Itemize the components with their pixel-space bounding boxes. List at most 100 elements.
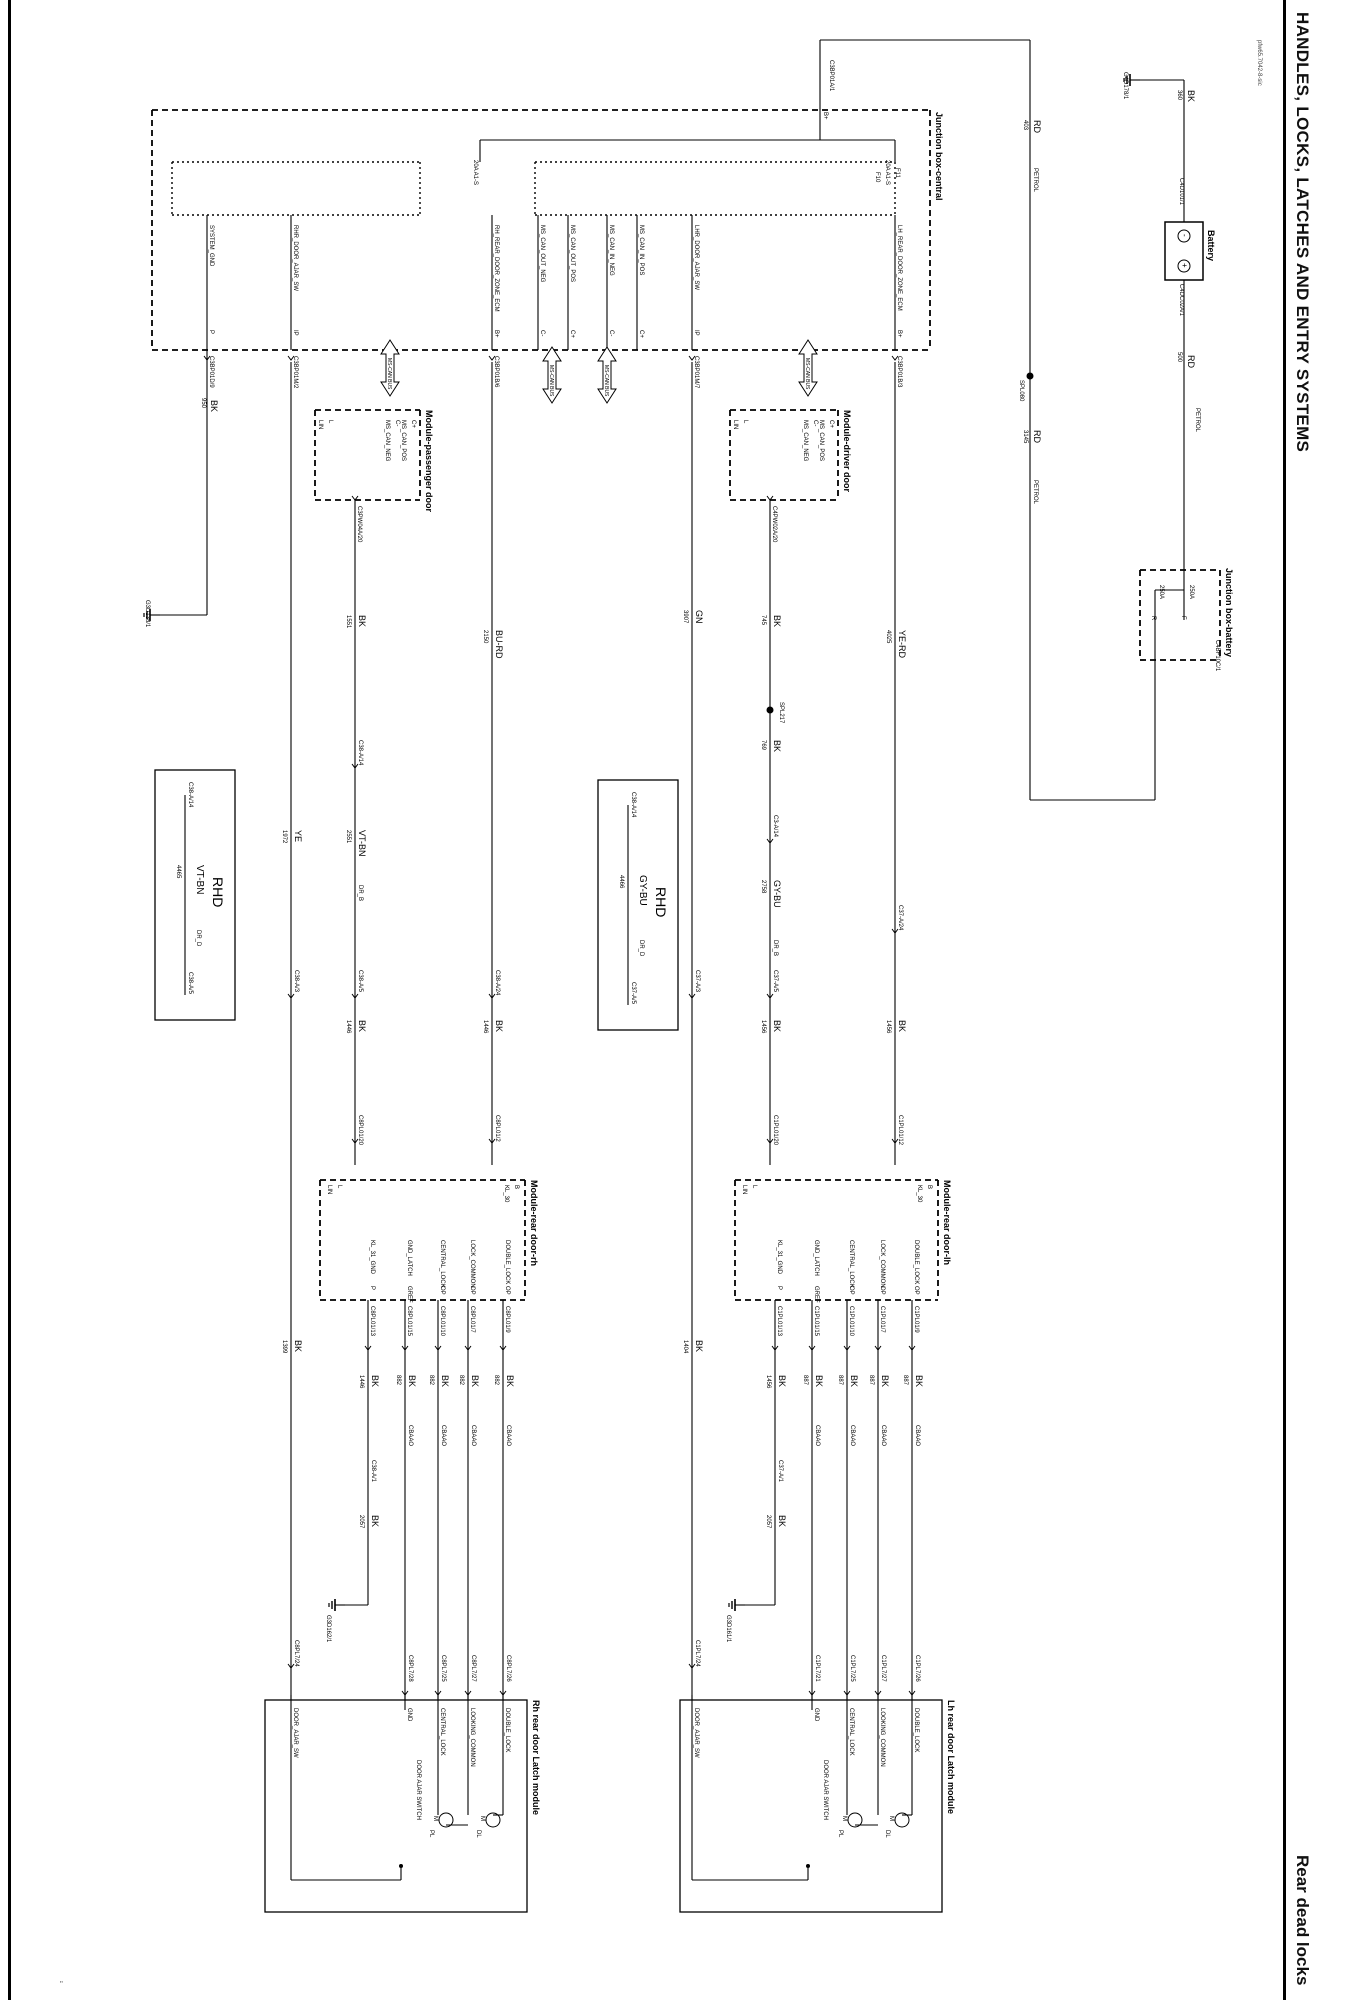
module-rear-rh-out3-circuit: 882 xyxy=(395,1375,401,1386)
latch-lh-title: Lh rear door Latch module xyxy=(946,1700,956,1814)
battery-pos-symbol: + xyxy=(1180,263,1189,268)
jb-out-lhr-ajar-arrow xyxy=(688,355,696,361)
lh-zone-seg3-conn: C1PL01/12 xyxy=(897,1115,903,1146)
module-rear-lh-out0-sig: DOUBLE_LOCK xyxy=(913,1240,919,1284)
module-rear-lh-out3-sig: GND_LATCH xyxy=(813,1240,819,1276)
wire-500-note: PETROL xyxy=(1194,408,1200,433)
jb-out-lhr-ajar-pin: IP xyxy=(693,330,699,336)
module-rear-lh-top-sig-lin: LIN xyxy=(741,1185,747,1194)
jb-out-can-out-neg-pin: C- xyxy=(539,330,545,336)
rhd-rh-color: VT-BN xyxy=(194,865,205,894)
rh-lin-seg1-arrow xyxy=(351,763,359,769)
ground-battery-label: G4D178/1 xyxy=(1122,72,1128,100)
wire-3145-color: RD xyxy=(1032,430,1042,443)
rh-lin-seg5-arrow xyxy=(351,1138,359,1144)
module-rear-rh-gnd-circuit2: 2057 xyxy=(358,1515,364,1529)
battery-pin-pos: C4DC02A/1 xyxy=(1178,284,1184,317)
lh-lin-seg6-conn: C1PL01/20 xyxy=(772,1115,778,1146)
rhd-lh-circuit: 4466 xyxy=(618,875,624,889)
rhd-rh-circuit: 4465 xyxy=(175,865,181,879)
latch-lh-label3: GND xyxy=(813,1708,819,1722)
jb-out-can-out-pos-pin: C+ xyxy=(569,330,575,338)
rh-ajar-seg1-conn: C38-A/3 xyxy=(293,970,299,993)
module-rear-lh-gnd-conn: C37-A/1 xyxy=(777,1460,783,1483)
lh-lin-seg3-color: GY-BU xyxy=(772,880,782,908)
latch-lh-motor-dl-m: M xyxy=(888,1816,894,1821)
rh-lin-seg2-color: VT-BN xyxy=(357,830,367,857)
module-passenger-can-arrow-label: MS-CAN BUS xyxy=(386,358,392,390)
module-rear-rh-out3-end: C8PL7/28 xyxy=(407,1655,413,1682)
module-rear-lh-out0-circuit: 887 xyxy=(902,1375,908,1386)
rhd-lh-to: C37-A/5 xyxy=(630,982,636,1005)
module-rear-lh-out3-color: BK xyxy=(814,1375,824,1387)
module-rear-rh-gnd-color2: BK xyxy=(370,1515,380,1527)
splice-spl080-label: SPL080 xyxy=(1018,380,1024,402)
jb-central-title: Junction box-central xyxy=(934,112,944,201)
module-rear-lh-out1-conn: C1PL01/7 xyxy=(879,1306,885,1333)
module-rear-rh-out4-pin: P xyxy=(369,1286,375,1290)
fuse-f10-id: F10 xyxy=(874,172,880,183)
latch-lh-motor-pl-label: PL xyxy=(837,1830,843,1838)
jb-battery-title: Junction box-battery xyxy=(1224,568,1234,657)
rh-ajar-seg3-arrow xyxy=(287,1663,295,1669)
lh-ajar-seg1-arrow xyxy=(688,993,696,999)
lh-ajar-seg2-circuit: 1404 xyxy=(682,1340,688,1354)
latch-rh-motor-pl-m: M xyxy=(432,1816,438,1821)
latch-rh-motor-pl-label: PL xyxy=(428,1830,434,1838)
module-rear-rh-out2-color: BK xyxy=(440,1375,450,1387)
rh-zone-seg1-conn: C38-A/24 xyxy=(494,970,500,996)
battery-neg-symbol: - xyxy=(1180,234,1189,237)
jb-out-rhr-ajar-arrow xyxy=(287,355,295,361)
lh-lin-seg0-circuit: 745 xyxy=(760,615,766,626)
module-passenger-signal-2: LIN xyxy=(317,420,323,429)
latch-lh-label1: LOOKING_COMMON xyxy=(879,1708,885,1767)
module-rear-rh-out2-end: C8PL7/25 xyxy=(440,1655,446,1682)
rh-zone-seg1-arrow xyxy=(488,993,496,999)
splice-spl080 xyxy=(1026,372,1034,380)
rhd-lh-from: C38-A/14 xyxy=(630,792,636,818)
latch-rh-label0: DOUBLE_LOCK xyxy=(504,1708,510,1752)
lh-zone-seg1-conn: C37-A/24 xyxy=(897,905,903,931)
jb-central-top-pin: B+ xyxy=(822,112,828,120)
jb-out-rh-rear-zone-label: RH_REAR_DOOR_ZONE_ECM xyxy=(493,225,499,312)
jb-out-lh-rear-zone-conn: C3BP01B/3 xyxy=(896,356,902,388)
jb-out-rhr-ajar-conn: C3BP01M/2 xyxy=(292,356,298,389)
jb-battery-fuse: 250A xyxy=(1188,585,1194,599)
lh-lin-seg4-conn: C37-A/5 xyxy=(772,970,778,993)
latch-rh-motor-dl-m: M xyxy=(479,1816,485,1821)
system-gnd-color: BK xyxy=(209,400,219,412)
corner-mark: " xyxy=(60,1980,63,1989)
latch-lh-label0: DOUBLE_LOCK xyxy=(913,1708,919,1752)
module-rear-rh-out2-conn: C8PL01/10 xyxy=(439,1306,445,1337)
battery-pin-neg: C4D101/1 xyxy=(1178,178,1184,206)
latch-lh-motor-dl-label: DL xyxy=(884,1830,890,1838)
module-rear-lh-out0-harness: CBAAO xyxy=(914,1425,920,1446)
module-rear-rh-out1-color: BK xyxy=(470,1375,480,1387)
module-rear-lh-out1-color: BK xyxy=(880,1375,890,1387)
can-bus-out-arrow-label: MS-CAN BUS xyxy=(548,365,554,397)
rh-lin-seg3-arrow xyxy=(351,993,359,999)
module-rear-rh-out2-pin: OP xyxy=(439,1286,445,1295)
module-rear-rh-out4-sig: KL_31_GND xyxy=(369,1240,375,1275)
reference-code: pfw65.7042-8-sic xyxy=(1256,40,1262,86)
module-rear-lh-out4-sig: KL_31_GND xyxy=(776,1240,782,1275)
rh-ajar-seg2-color: BK xyxy=(293,1340,303,1352)
latch-rh-motor-dl-label: DL xyxy=(475,1830,481,1838)
module-rear-rh-out0-pin: OP xyxy=(504,1286,510,1295)
module-rear-lh-out2-harness: CBAAO xyxy=(849,1425,855,1446)
module-passenger-pin-0: C+ xyxy=(410,420,416,428)
lh-zone-seg3-arrow xyxy=(891,1138,899,1144)
jb-out-can-out-pos-label: MS_CAN_OUT_POS xyxy=(569,225,575,282)
module-rear-lh-out3-conn: C1PL01/15 xyxy=(813,1306,819,1337)
rhd-rh-note: DR_D xyxy=(195,930,201,947)
lh-ajar-seg1-conn: C37-A/3 xyxy=(694,970,700,993)
latch-rh-switch-contact xyxy=(399,1864,403,1868)
module-rear-lh-out1-harness: CBAAO xyxy=(880,1425,886,1446)
lh-lin-seg5-color: BK xyxy=(772,1020,782,1032)
rh-zone-seg0-circuit: 2150 xyxy=(482,630,488,644)
lh-lin-seg3-circuit: 2758 xyxy=(760,880,766,894)
can-bus-out-arrow xyxy=(542,346,562,404)
module-rear-lh-gnd-circuit: 1456 xyxy=(765,1375,771,1389)
module-driver-can-arrow-label: MS-CAN BUS xyxy=(804,358,810,390)
module-rear-lh-out2-end: C1PL7/25 xyxy=(849,1655,855,1682)
